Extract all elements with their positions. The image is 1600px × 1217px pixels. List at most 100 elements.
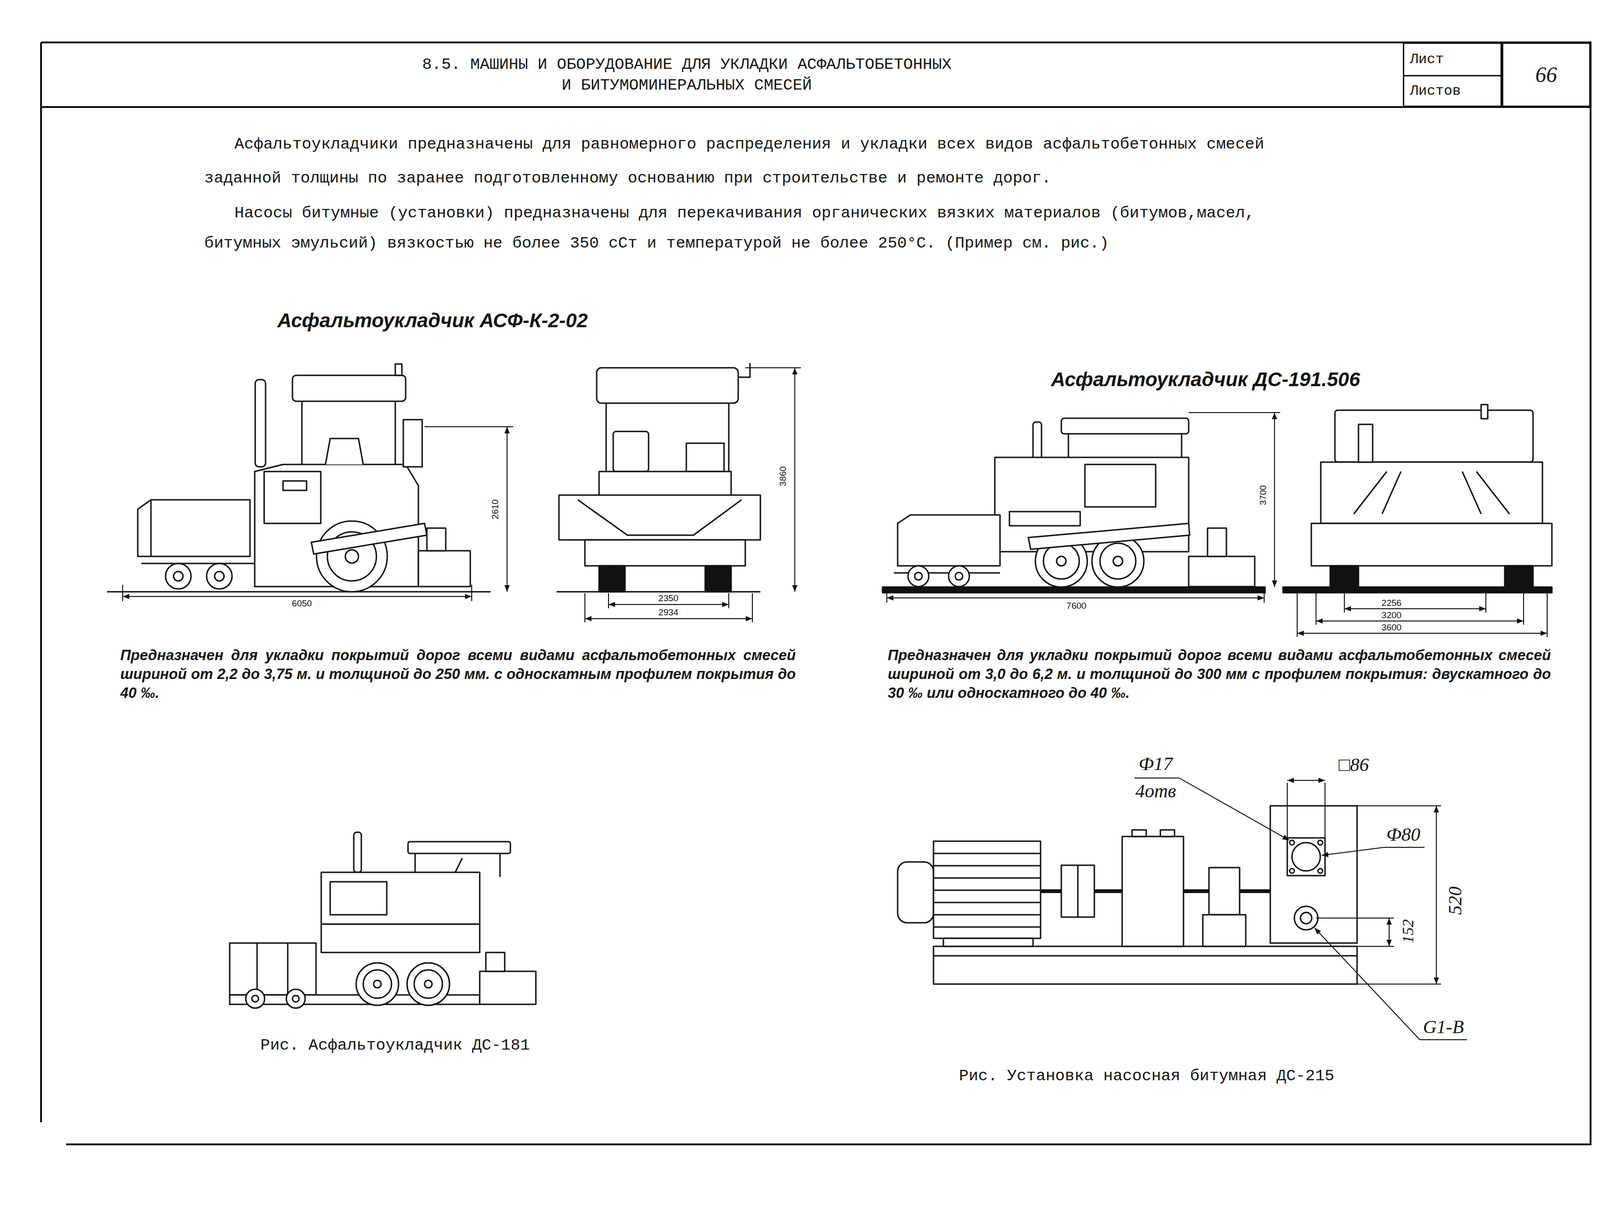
bitumen-pump-unit	[1077, 865, 1079, 918]
paver-ds191-front-view	[1330, 566, 1359, 588]
paver-front-view	[705, 566, 732, 592]
paver-ds181-view	[485, 952, 505, 972]
bitumen-pump-unit	[933, 946, 1358, 985]
paver-ds191-front-view	[1320, 462, 1543, 524]
paver-side-view	[165, 563, 192, 590]
body-text: Насосы битумные (установки) предназначен…	[204, 198, 1304, 259]
paver-side-view	[292, 375, 406, 402]
dimension-lines	[1274, 412, 1275, 588]
paver-side-view	[403, 419, 423, 467]
dimension-lines	[608, 593, 729, 609]
bitumen-pump-unit	[1270, 806, 1358, 944]
paver-ds191-front-view	[1353, 471, 1510, 515]
description-text: Предназначен для укладки покрытий дорог …	[120, 646, 796, 703]
paver-ds191-side-view	[955, 572, 963, 581]
bitumen-pump-unit	[897, 862, 934, 924]
paver-front-view	[686, 443, 725, 472]
sheet-label: Лист	[1409, 50, 1444, 68]
paver-front-view	[606, 403, 729, 472]
paver-ds191-front-view	[1358, 424, 1373, 463]
dimension-lines	[584, 618, 753, 620]
paver-ds191-side-view	[1056, 556, 1067, 567]
paver-ds191-side-view	[1084, 464, 1156, 508]
bitumen-pump-unit	[933, 955, 1358, 958]
paver-ds191-side-view	[914, 572, 923, 581]
pump-dimension-lines	[1388, 918, 1390, 947]
bitumen-pump-unit	[1160, 830, 1175, 837]
dimension-value: 3700	[1258, 484, 1268, 507]
paver-ds191-side-view	[948, 566, 970, 587]
paver-side-view	[426, 528, 446, 551]
paver-ds181-view	[229, 832, 536, 1009]
dimension-value: 7600	[1065, 601, 1088, 611]
sheet-frame	[41, 42, 1592, 1145]
pump-dimension-lines	[1321, 847, 1385, 856]
paver-ds191-side-view	[1033, 422, 1042, 460]
paver-ds191-side-view	[1100, 543, 1136, 580]
dimension-value: 2256	[1380, 598, 1403, 609]
dimension-lines	[1316, 620, 1524, 622]
bitumen-pump-unit	[1202, 915, 1246, 947]
paver-ds191-front-view	[1283, 404, 1552, 593]
bitumen-pump-unit	[1061, 865, 1095, 918]
dimension-value: 3860	[778, 465, 788, 488]
callout-label: Ф80	[1385, 824, 1422, 846]
dimension-lines	[506, 426, 508, 592]
paver-ds191-side-view	[1068, 433, 1182, 460]
paver-ds191-front-view	[1481, 404, 1488, 419]
paver-ds191-side-view	[1188, 556, 1255, 587]
dimension-lines	[424, 426, 514, 428]
figure-caption: Рис. Асфальтоукладчик ДС-181	[260, 1035, 530, 1057]
paver-ds181-view	[286, 989, 306, 1009]
pump-dimension-lines	[1435, 806, 1437, 985]
dimension-value: 2350	[657, 593, 680, 604]
paver-side-view	[418, 550, 471, 587]
callout-label: Ф17	[1137, 753, 1174, 775]
sheet-frame	[41, 42, 1592, 1145]
dimension-value: 3600	[1380, 623, 1403, 633]
dimension-lines	[1297, 593, 1548, 638]
title-block-cell: 66	[1501, 42, 1591, 108]
paver-ds191-front-view	[1311, 523, 1552, 567]
dimension-lines	[122, 596, 472, 598]
bitumen-pump-unit	[1294, 906, 1318, 931]
paver-ds181-view	[353, 832, 362, 873]
pump-dimension-lines	[1287, 780, 1325, 782]
paver-front-view	[584, 540, 746, 567]
dimension-lines	[1344, 608, 1486, 610]
paver-side-view	[107, 364, 491, 592]
paver-ds181-view	[257, 943, 288, 996]
paver-side-view	[301, 401, 396, 467]
bitumen-pump-unit	[1122, 836, 1184, 947]
dimension-value: 2610	[490, 498, 500, 521]
dimension-value: 2934	[657, 608, 680, 618]
dimension-value: 6050	[291, 599, 313, 609]
paver-ds191-side-view	[882, 587, 1266, 593]
dimension-lines	[1188, 412, 1281, 414]
paver-side-view	[283, 481, 307, 491]
figure-caption: Рис. Установка насосная битумная ДС-215	[958, 1066, 1335, 1087]
bitumen-pump-unit	[1291, 842, 1321, 872]
paver-side-view	[325, 438, 364, 465]
paver-front-view	[577, 500, 742, 536]
bitumen-pump-unit	[897, 806, 1358, 985]
machine-title: Асфальтоукладчик ДС-191.506	[1050, 367, 1360, 392]
page-title: 8.5. МАШИНЫ И ОБОРУДОВАНИЕ ДЛЯ УКЛАДКИ А…	[417, 54, 956, 96]
paver-front-view	[599, 471, 732, 498]
paver-ds181-view	[408, 841, 511, 854]
description-text: Предназначен для укладки покрытий дорог …	[887, 646, 1551, 703]
pump-dimension-lines	[1357, 806, 1442, 985]
bitumen-pump-unit	[1317, 868, 1323, 874]
paver-ds181-view	[245, 989, 265, 1009]
paver-ds191-side-view	[908, 566, 929, 587]
dimension-value: □86	[1337, 754, 1370, 776]
paver-ds191-front-view	[1504, 566, 1534, 588]
dimension-value: 520	[1444, 885, 1466, 917]
bitumen-pump-unit	[1300, 912, 1312, 925]
paver-side-view	[206, 563, 233, 590]
paver-ds191-front-view	[1283, 587, 1552, 593]
bitumen-pump-unit	[1317, 840, 1323, 846]
paver-ds191-side-view	[897, 515, 1000, 567]
paver-ds191-side-view	[1043, 543, 1080, 580]
